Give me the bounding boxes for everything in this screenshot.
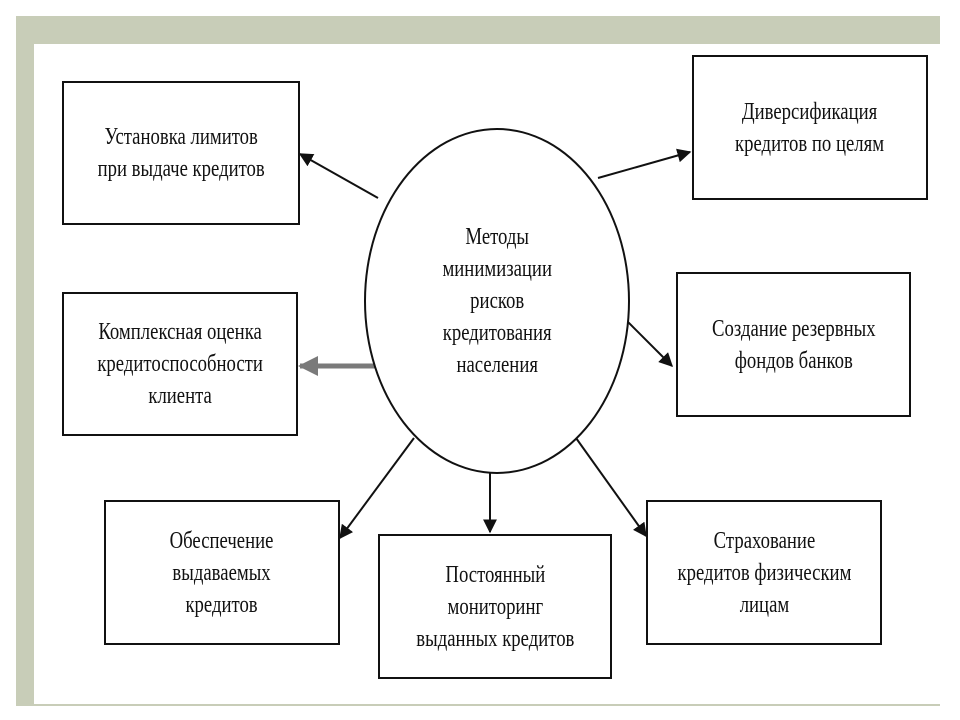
box-line: Страхование	[713, 527, 815, 554]
box-collateral-label: Обеспечение выдаваемых кредитов	[170, 525, 274, 621]
box-line: лицам	[739, 591, 789, 618]
central-line: Методы	[465, 224, 529, 250]
central-line: населения	[456, 352, 538, 378]
box-assessment-label: Комплексная оценка кредитоспособности кл…	[97, 316, 263, 412]
central-line: рисков	[469, 288, 525, 314]
arrow-to-reserves	[623, 317, 673, 367]
box-reserves: Создание резервных фондов банков	[676, 272, 911, 417]
central-label: Методы минимизации рисков кредитования н…	[442, 221, 552, 381]
box-line: кредитоспособности	[97, 351, 263, 377]
arrow-to-collateral	[339, 437, 415, 540]
box-diversification-label: Диверсификация кредитов по целям	[735, 96, 884, 160]
box-line: клиента	[148, 383, 212, 409]
box-line: Диверсификация	[742, 98, 878, 125]
box-line: фондов банков	[734, 347, 853, 374]
box-line: выдаваемых	[172, 559, 272, 586]
central-ellipse: Методы минимизации рисков кредитования н…	[364, 128, 630, 474]
box-limits: Установка лимитов при выдаче кредитов	[62, 81, 300, 225]
box-limits-label: Установка лимитов при выдаче кредитов	[97, 121, 264, 185]
box-line: кредитов по целям	[735, 130, 885, 157]
box-line: кредитов физическим	[677, 559, 851, 586]
box-line: выданных кредитов	[415, 625, 575, 652]
box-line: кредитов	[185, 591, 259, 618]
box-line: при выдаче кредитов	[97, 156, 265, 182]
box-diversification: Диверсификация кредитов по целям	[692, 55, 928, 200]
central-line: минимизации	[442, 256, 552, 282]
box-assessment: Комплексная оценка кредитоспособности кл…	[62, 292, 298, 436]
box-line: Комплексная оценка	[98, 319, 262, 345]
box-insurance-label: Страхование кредитов физическим лицам	[677, 525, 851, 621]
box-line: Постоянный	[445, 561, 545, 588]
box-reserves-label: Создание резервных фондов банков	[712, 313, 876, 377]
arrow-to-diversification	[597, 148, 692, 179]
box-collateral: Обеспечение выдаваемых кредитов	[104, 500, 340, 645]
box-insurance: Страхование кредитов физическим лицам	[646, 500, 882, 645]
box-monitoring: Постоянный мониторинг выданных кредитов	[378, 534, 612, 679]
arrow-to-limits	[298, 153, 379, 199]
box-line: Установка лимитов	[104, 124, 258, 150]
box-line: Обеспечение	[170, 527, 274, 554]
central-line: кредитования	[442, 320, 552, 346]
box-monitoring-label: Постоянный мониторинг выданных кредитов	[416, 559, 574, 655]
arrow-to-insurance	[575, 437, 647, 538]
box-line: Создание резервных	[711, 315, 876, 342]
box-line: мониторинг	[447, 593, 543, 620]
